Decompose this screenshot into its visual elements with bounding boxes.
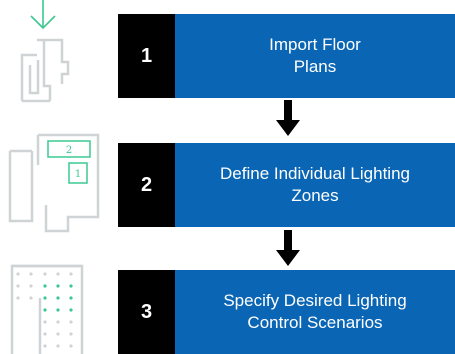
light-fixture-dot	[56, 332, 60, 336]
step-3-label-line1: Specify Desired Lighting	[223, 291, 407, 310]
light-fixture-dot	[43, 308, 47, 312]
light-fixture-dot	[56, 296, 60, 300]
light-fixture-dot	[29, 272, 33, 276]
step-1-number: 1	[118, 14, 175, 98]
light-fixture-dot	[56, 308, 60, 312]
lighting-grid-icon	[10, 264, 84, 354]
light-fixture-dot	[16, 296, 20, 300]
light-fixture-dot	[69, 296, 73, 300]
light-fixture-dot	[43, 344, 47, 348]
light-fixture-dot	[69, 332, 73, 336]
light-fixture-dot	[29, 296, 33, 300]
light-fixture-dot	[69, 320, 73, 324]
light-fixture-dot	[69, 344, 73, 348]
down-arrow-icon	[276, 100, 300, 136]
light-fixture-dot	[56, 272, 60, 276]
light-fixture-dot	[43, 332, 47, 336]
step-1-label-line1: Import Floor	[269, 35, 361, 54]
light-fixture-dot	[16, 272, 20, 276]
step-2-number: 2	[118, 143, 175, 227]
light-fixture-dot	[56, 320, 60, 324]
light-fixture-dot	[56, 284, 60, 288]
light-fixture-dot	[43, 320, 47, 324]
down-arrow-icon	[276, 230, 300, 266]
step-2-label-line2: Zones	[291, 186, 339, 205]
zone-1-label: 1	[75, 169, 81, 180]
zone-2-label: 2	[66, 145, 72, 156]
light-fixture-dot	[16, 284, 20, 288]
light-fixture-dot	[29, 284, 33, 288]
lighting-zones-icon: 2 1	[8, 133, 100, 233]
light-fixture-dot	[69, 308, 73, 312]
zone-1-box	[68, 162, 88, 184]
step-1-label-line2: Plans	[293, 57, 337, 76]
light-fixture-dot	[43, 272, 47, 276]
light-fixture-dot	[43, 296, 47, 300]
step-3-label-line2: Control Scenarios	[247, 313, 383, 332]
light-fixture-dot	[69, 284, 73, 288]
light-fixture-dot	[43, 284, 47, 288]
light-fixture-dot	[69, 272, 73, 276]
floor-plan-import-icon	[20, 0, 70, 103]
light-fixture-dot	[56, 344, 60, 348]
step-3-number: 3	[118, 270, 175, 354]
zone-2-box	[47, 140, 91, 158]
step-2-label-line1: Define Individual Lighting	[220, 164, 410, 183]
